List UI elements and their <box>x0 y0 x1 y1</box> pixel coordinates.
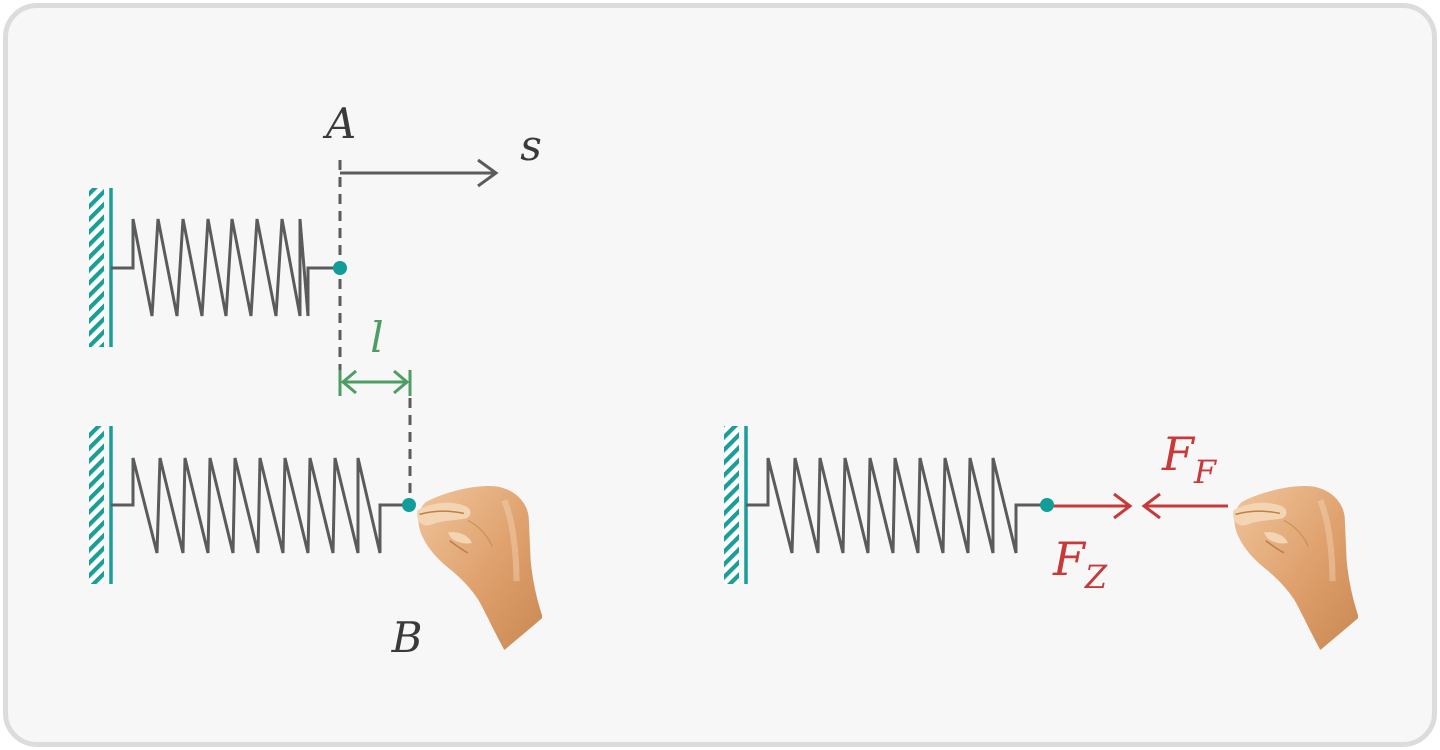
label-s: s <box>520 121 542 170</box>
point-right-dot <box>1040 498 1054 512</box>
wall-bottom-left <box>89 426 113 584</box>
force-ff-arrow <box>1141 492 1228 520</box>
hand-right <box>1233 486 1359 650</box>
wall-top-left <box>89 188 113 347</box>
wall-right <box>724 426 748 584</box>
force-fz-arrow <box>1049 492 1133 520</box>
point-b-dot <box>402 498 416 512</box>
spring-right <box>746 457 1047 554</box>
diagram-panel <box>3 3 1437 747</box>
hand-left <box>417 486 543 650</box>
length-l-arrow <box>338 369 412 396</box>
label-fz: FZ <box>1052 532 1108 596</box>
label-a: A <box>322 99 356 148</box>
label-l: l <box>370 313 383 362</box>
label-b: B <box>391 613 423 662</box>
spring-top <box>111 218 340 317</box>
spring-stretched <box>111 457 408 554</box>
label-fz-subscript: Z <box>1084 558 1108 596</box>
label-ff: FF <box>1161 427 1218 491</box>
label-ff-subscript: F <box>1193 453 1218 491</box>
s-axis-arrow <box>340 158 499 188</box>
point-a-dot <box>333 261 347 275</box>
